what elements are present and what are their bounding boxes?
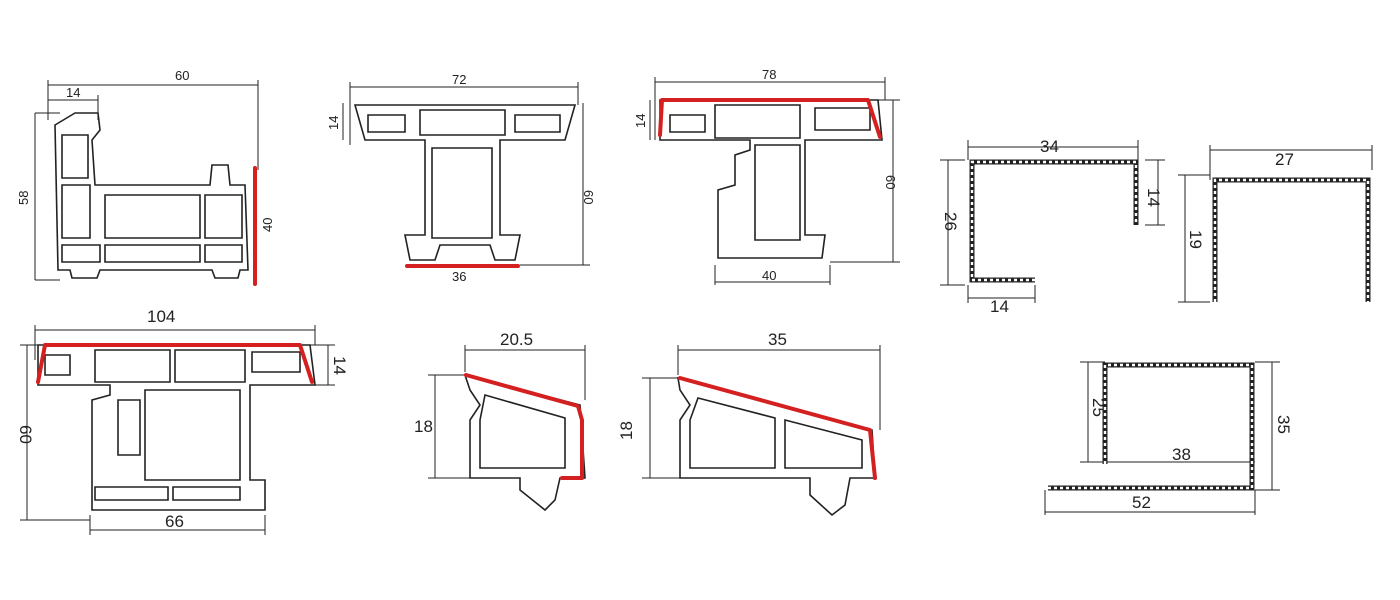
dim-height: 18	[414, 417, 433, 436]
dim-bottom: 40	[762, 268, 776, 283]
dim-top: 14	[330, 356, 349, 375]
dim-height: 60	[883, 175, 898, 189]
dim-width: 27	[1275, 150, 1294, 169]
large-bead-profile: 35 18	[617, 330, 881, 517]
dim-return: 14	[1144, 188, 1163, 207]
small-bead-profile: 20.5 18	[414, 330, 586, 512]
dim-height: 18	[617, 421, 636, 440]
dim-height: 26	[941, 212, 960, 231]
dim-width: 78	[762, 67, 776, 82]
dim-lip: 14	[66, 85, 80, 100]
dim-bottom: 66	[165, 512, 184, 531]
dim-height: 35	[1274, 415, 1293, 434]
dim-top: 14	[326, 116, 341, 130]
t-mullion-profile: 72 14 60 36	[326, 72, 596, 284]
dim-width: 60	[175, 68, 189, 83]
box-channel-profile: 25 35 38 52	[1044, 361, 1293, 515]
frame-profile: 60 14 58 40	[16, 68, 275, 286]
dim-height: 60	[581, 190, 596, 204]
dim-inner-width: 38	[1172, 445, 1191, 464]
wide-sash-profile: 104 14 60 66	[16, 307, 349, 535]
dim-bottom: 36	[452, 269, 466, 284]
dim-height: 58	[16, 191, 31, 205]
dim-width: 35	[768, 330, 787, 349]
dim-width: 104	[147, 307, 175, 326]
dim-width: 34	[1040, 137, 1059, 156]
c-channel-profile: 34 14 26 14	[940, 137, 1165, 316]
z-mullion-profile: 78 14 60 40	[633, 67, 900, 285]
dim-bottom: 14	[990, 297, 1009, 316]
dim-width: 52	[1132, 493, 1151, 512]
dim-top: 14	[633, 114, 648, 128]
dim-height: 60	[16, 425, 35, 444]
dim-width: 20.5	[500, 330, 533, 349]
dim-width: 72	[452, 72, 466, 87]
u-channel-profile: 27 19	[1178, 145, 1373, 303]
dim-height: 19	[1186, 230, 1205, 249]
dim-inner: 40	[260, 218, 275, 232]
